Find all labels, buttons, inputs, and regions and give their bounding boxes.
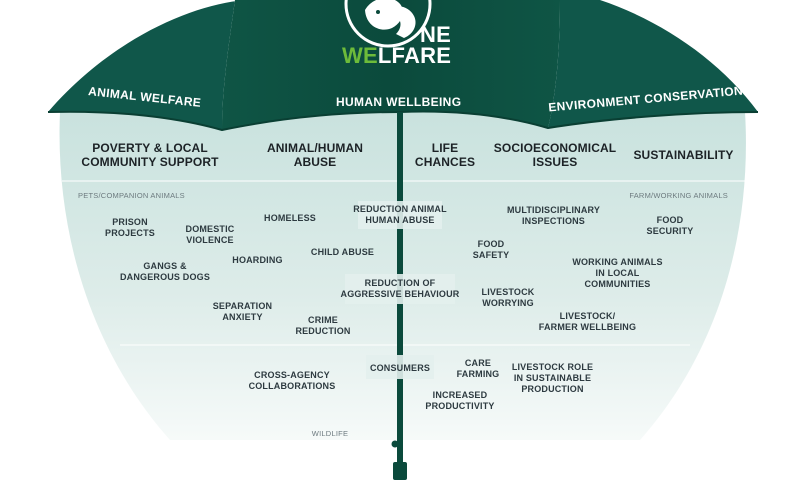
item-livestock-worrying: LIVESTOCK WORRYING (481, 287, 535, 308)
item-homeless: HOMELESS (264, 213, 316, 223)
item-livestock-role: LIVESTOCK ROLE IN SUSTAINABLE PRODUCTION (511, 362, 594, 394)
item-separation-anxiety: SEPARATION ANXIETY (212, 301, 273, 322)
item-care-farming: CARE FARMING (456, 358, 500, 379)
item-prison-projects: PRISON PROJECTS (105, 217, 155, 238)
shaft-button (391, 440, 399, 448)
canopy-center-panel (222, 0, 560, 130)
item-food-security: FOOD SECURITY (646, 215, 694, 236)
item-increased-productivity: INCREASED PRODUCTIVITY (425, 390, 495, 411)
canopy-right-panel (548, 0, 758, 128)
item-consumers: CONSUMERS (369, 363, 431, 373)
item-multidisciplinary: MULTIDISCIPLINARY INSPECTIONS (506, 205, 601, 226)
item-hoarding: HOARDING (232, 255, 283, 265)
item-reduction-abuse: REDUCTION ANIMAL HUMAN ABUSE (353, 204, 447, 225)
logo-rest-text: LFARE (377, 43, 452, 68)
item-crime-reduction: CRIME REDUCTION (295, 315, 351, 336)
item-gangs-dogs: GANGS & DANGEROUS DOGS (119, 261, 211, 282)
item-child-abuse: CHILD ABUSE (310, 247, 375, 257)
band-label-farm: FARM/WORKING ANIMALS (629, 191, 728, 200)
logo-line-1: NE (420, 22, 452, 47)
logo-accent-text: WE (342, 43, 378, 68)
umbrella-handle (393, 462, 407, 480)
band-label-wildlife: WILDLIFE (311, 429, 349, 438)
band-label-pets: PETS/COMPANION ANIMALS (78, 191, 185, 200)
canopy-left-panel (48, 0, 245, 130)
item-farmer-wellbeing: LIVESTOCK/ FARMER WELLBEING (538, 311, 637, 332)
canopy-label-human-wellbeing: HUMAN WELLBEING (336, 95, 462, 109)
item-aggressive-behaviour: REDUCTION OF AGGRESSIVE BEHAVIOUR (340, 278, 460, 299)
item-cross-agency: CROSS-AGENCY COLLABORATIONS (248, 370, 336, 391)
animal-human-circle-icon (344, 0, 432, 48)
header-poverty: POVERTY & LOCAL COMMUNITY SUPPORT (81, 141, 219, 170)
logo-line-2: WELFARE (342, 43, 451, 69)
header-abuse: ANIMAL/HUMAN ABUSE (266, 141, 364, 170)
item-domestic-violence: DOMESTIC VIOLENCE (185, 224, 235, 245)
item-working-animals: WORKING ANIMALS IN LOCAL COMMUNITIES (572, 257, 663, 289)
header-life-chances: LIFE CHANCES (414, 141, 476, 170)
item-food-safety: FOOD SAFETY (472, 239, 510, 260)
header-socio: SOCIOECONOMICAL ISSUES (493, 141, 617, 170)
header-sustainability: SUSTAINABILITY (633, 148, 734, 162)
